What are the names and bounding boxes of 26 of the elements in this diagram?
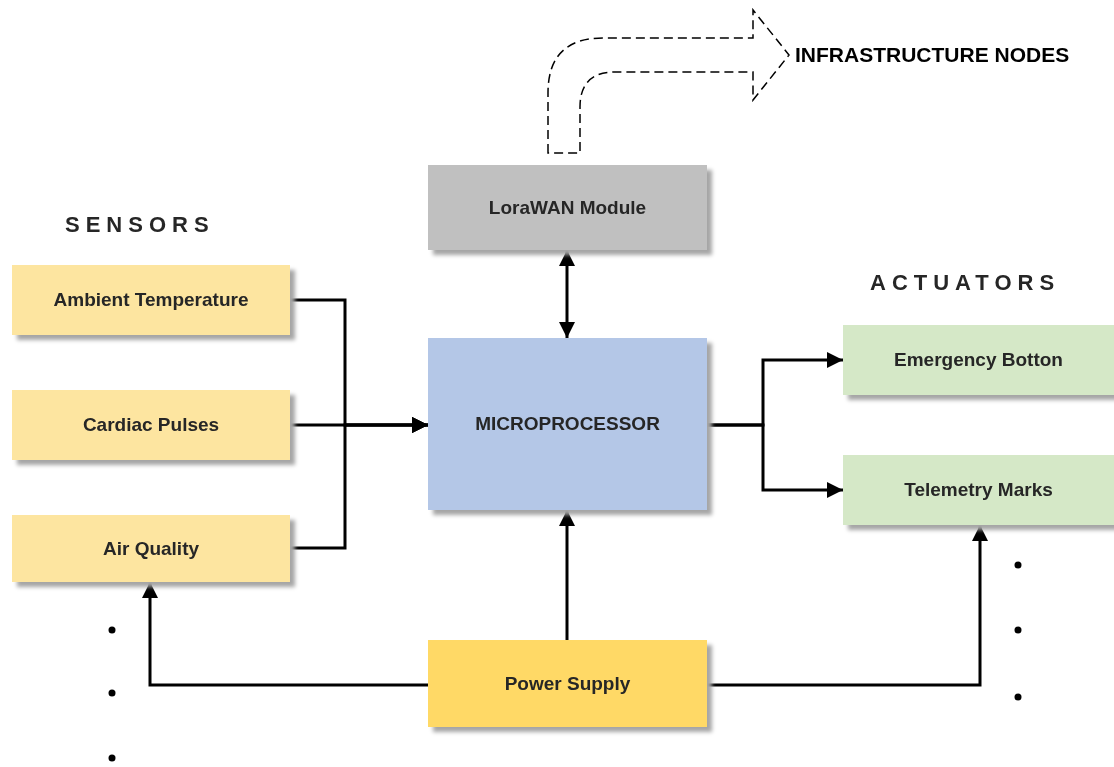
- module-box: [428, 165, 707, 250]
- arrow: [707, 525, 988, 687]
- group-heading: ACTUATORS: [870, 270, 1061, 296]
- arrow: [707, 423, 843, 498]
- sensor-box: [12, 515, 290, 582]
- hollow-arrow: [547, 9, 790, 154]
- node-label: Air Quality: [102, 537, 200, 560]
- node-label: Telemetry Marks: [904, 479, 1053, 501]
- processor-box: [428, 338, 707, 510]
- node-label: Cardiac Pulses: [82, 414, 220, 436]
- sensor-box: [12, 390, 290, 460]
- power-box: [428, 640, 707, 727]
- arrow: [559, 510, 575, 640]
- arrow: [142, 582, 428, 687]
- sensor-box: [12, 265, 290, 335]
- node-label: Ambient Temperature: [53, 289, 249, 311]
- node-label: Emergency Botton: [894, 349, 1063, 371]
- arrow: [559, 250, 575, 338]
- actuator-box: [843, 325, 1114, 395]
- group-heading: SENSORS: [65, 212, 215, 238]
- destination-label: INFRASTRUCTURE NODES: [795, 43, 1070, 67]
- node-label: MICROPROCESSOR: [475, 413, 660, 435]
- node-label: LoraWAN Module: [488, 196, 647, 219]
- arrow: [290, 417, 428, 550]
- node-label: Power Supply: [504, 672, 631, 695]
- actuator-box: [843, 455, 1114, 525]
